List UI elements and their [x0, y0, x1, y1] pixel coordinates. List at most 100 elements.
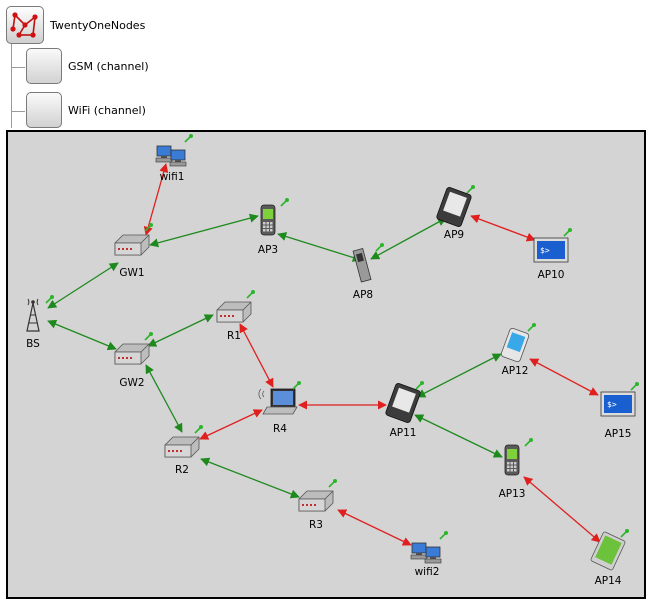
node-AP12[interactable]: AP12 — [500, 323, 536, 377]
link-AP8-AP9[interactable] — [370, 217, 447, 260]
workstations-icon — [410, 542, 442, 564]
status-marker-icon — [246, 290, 255, 299]
link-R3-wifi2[interactable] — [337, 509, 412, 546]
node-label: wifi1 — [160, 171, 185, 183]
node-R3[interactable]: R3 — [298, 479, 337, 531]
node-label: GW1 — [119, 267, 144, 279]
node-label: AP12 — [502, 365, 529, 377]
node-AP14[interactable]: AP14 — [590, 529, 629, 587]
link-AP12-AP15[interactable] — [529, 358, 599, 396]
node-AP15[interactable]: $> AP15 — [600, 382, 639, 440]
mobile-phone-icon — [260, 204, 276, 236]
link-AP11-AP13[interactable] — [414, 414, 503, 458]
tree-item-label: WiFi (channel) — [68, 103, 146, 117]
node-AP10[interactable]: $> AP10 — [533, 228, 572, 281]
mobile-phone-icon — [504, 444, 520, 476]
node-label: R2 — [175, 464, 189, 476]
status-marker-icon — [144, 223, 153, 232]
tree-root-item[interactable]: TwentyOneNodes — [6, 6, 145, 44]
link-GW2-R1[interactable] — [147, 314, 214, 347]
node-AP3[interactable]: AP3 — [258, 198, 289, 256]
node-label: AP15 — [605, 428, 632, 440]
tree-root-label: TwentyOneNodes — [50, 18, 146, 32]
pda-icon — [385, 383, 421, 423]
node-label: R3 — [309, 519, 323, 531]
link-GW1-AP3[interactable] — [149, 213, 259, 248]
tree-item-label: GSM (channel) — [68, 59, 149, 73]
tree-connector-line — [11, 44, 12, 128]
node-R2[interactable]: R2 — [164, 425, 203, 476]
status-marker-icon — [415, 381, 424, 390]
router-icon — [114, 343, 150, 365]
status-marker-icon — [563, 228, 572, 237]
node-label: AP14 — [595, 575, 622, 587]
link-AP9-AP10[interactable] — [470, 214, 536, 242]
node-label: AP3 — [258, 244, 278, 256]
terminal-icon: $> — [600, 391, 636, 417]
link-AP13-AP14[interactable] — [523, 476, 601, 543]
router-icon — [164, 436, 200, 458]
router-icon — [114, 234, 150, 256]
channel-icon — [26, 92, 62, 128]
link-R1-R4[interactable] — [239, 323, 274, 388]
status-marker-icon — [292, 381, 301, 390]
terminal-icon: $> — [533, 237, 569, 263]
links-layer — [47, 163, 601, 546]
node-AP13[interactable]: AP13 — [499, 438, 533, 500]
tree-item-gsm-channel[interactable]: GSM (channel) — [26, 48, 149, 84]
node-wifi2[interactable]: wifi2 — [410, 531, 448, 578]
status-marker-icon — [620, 529, 629, 538]
node-AP11[interactable]: AP11 — [385, 381, 424, 439]
status-marker-icon — [144, 332, 153, 341]
status-marker-icon — [45, 295, 54, 304]
node-BS[interactable]: BS — [26, 295, 54, 350]
pocket-pc-icon — [500, 327, 530, 363]
node-AP9[interactable]: AP9 — [436, 185, 475, 241]
node-label: wifi2 — [415, 566, 440, 578]
link-BS-GW1[interactable] — [47, 262, 119, 309]
pda-icon — [436, 187, 472, 227]
status-marker-icon — [375, 243, 384, 252]
status-marker-icon — [439, 531, 448, 540]
link-AP11-AP12[interactable] — [416, 353, 502, 398]
node-label: AP8 — [353, 289, 373, 301]
flip-phone-icon — [352, 248, 372, 283]
node-label: R4 — [273, 423, 287, 435]
tree-item-wifi-channel[interactable]: WiFi (channel) — [26, 92, 146, 128]
network-graph-icon — [6, 6, 44, 44]
antenna-tower-icon — [26, 298, 40, 332]
node-GW2[interactable]: GW2 — [114, 332, 153, 389]
router-icon — [298, 490, 334, 512]
link-GW2-R2[interactable] — [145, 364, 183, 433]
status-marker-icon — [280, 198, 289, 207]
status-marker-icon — [630, 382, 639, 391]
node-wifi1[interactable]: wifi1 — [155, 134, 193, 183]
status-marker-icon — [328, 479, 337, 488]
node-label: GW2 — [119, 377, 144, 389]
node-label: BS — [26, 338, 40, 350]
status-marker-icon — [184, 134, 193, 143]
tree-connector-branch — [11, 67, 25, 68]
svg-text:$>: $> — [540, 246, 550, 255]
node-R1[interactable]: R1 — [216, 290, 255, 342]
node-AP8[interactable]: AP8 — [352, 243, 384, 301]
node-label: AP10 — [538, 269, 565, 281]
link-BS-GW2[interactable] — [47, 319, 117, 351]
router-icon — [216, 301, 252, 323]
node-label: R1 — [227, 330, 241, 342]
tree-connector-branch — [11, 111, 25, 112]
node-label: AP11 — [390, 427, 417, 439]
status-marker-icon — [527, 323, 536, 332]
status-marker-icon — [466, 185, 475, 194]
link-R4-R2[interactable] — [199, 409, 263, 440]
node-label: AP13 — [499, 488, 526, 500]
link-AP3-AP8[interactable] — [277, 232, 362, 262]
status-marker-icon — [524, 438, 533, 447]
node-R4[interactable]: R4 — [258, 381, 301, 435]
link-R2-R3[interactable] — [200, 457, 300, 499]
node-GW1[interactable]: GW1 — [114, 223, 153, 279]
workstations-icon — [155, 145, 187, 167]
